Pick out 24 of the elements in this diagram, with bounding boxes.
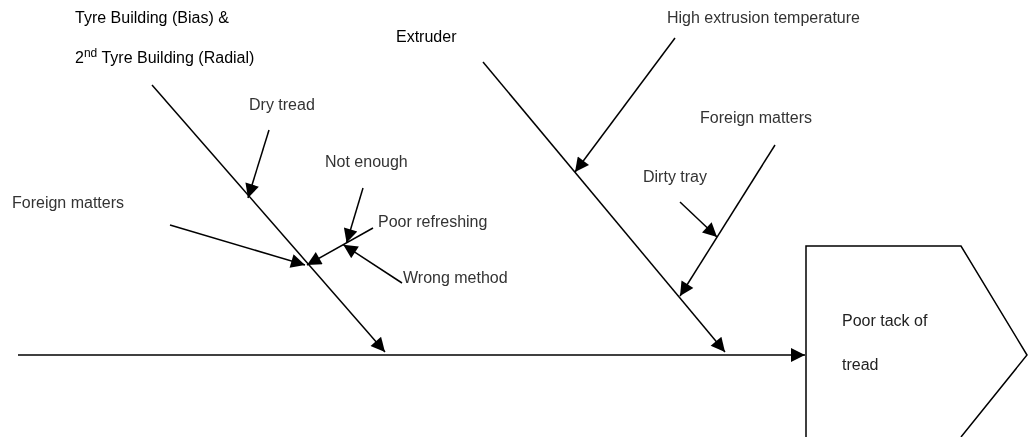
cause-label: Foreign matters <box>700 108 813 128</box>
cause-label: Dry tread <box>249 95 315 115</box>
effect-pentagon <box>805 245 1029 437</box>
cause-label: High extrusion temperature <box>667 8 860 28</box>
arrow <box>679 201 718 238</box>
arrow <box>343 187 364 244</box>
arrow <box>17 348 806 362</box>
arrow <box>151 84 386 353</box>
cause-label: 2$^{nd}$ Tyre Building (Radial) <box>75 45 255 68</box>
arrow <box>245 129 270 199</box>
arrow <box>342 243 403 284</box>
cause-label: Extruder <box>396 27 457 47</box>
arrow <box>679 144 776 297</box>
arrow <box>306 227 374 266</box>
effect-label: Poor tack of tread <box>842 311 929 375</box>
arrow <box>574 37 676 173</box>
cause-label: Dirty tray <box>643 167 707 187</box>
arrow <box>482 61 726 353</box>
cause-label: Wrong method <box>403 268 508 288</box>
arrow <box>169 224 306 268</box>
cause-label: Foreign matters <box>12 193 125 213</box>
cause-label: Tyre Building (Bias) & <box>75 8 229 28</box>
cause-label: Poor refreshing <box>378 212 488 232</box>
cause-label: Not enough <box>325 152 408 172</box>
